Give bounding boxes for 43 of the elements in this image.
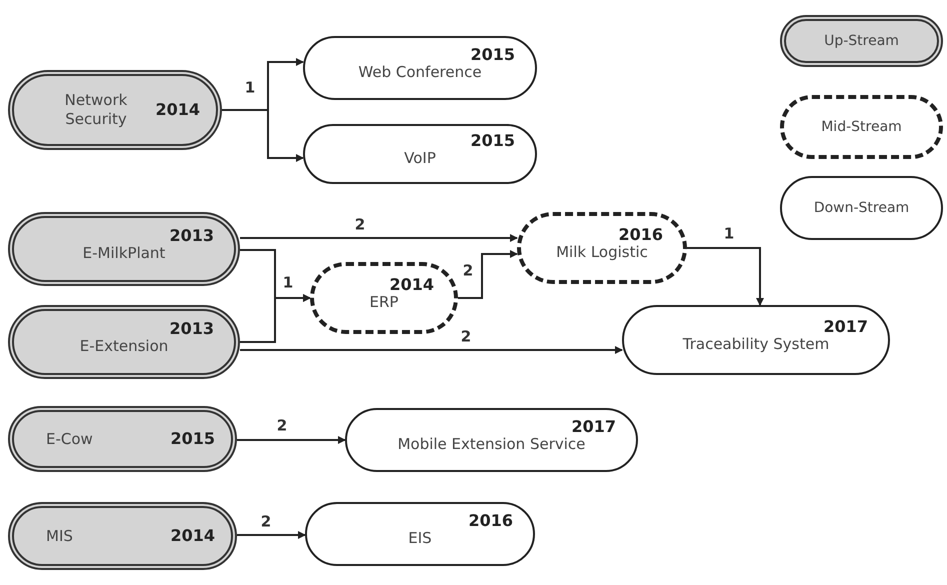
arrow [687,247,764,306]
edge-label: 2 [462,264,474,278]
year-label: 2014 [389,276,434,293]
node-label: VoIP [404,148,436,168]
year-label: 2016 [468,512,513,529]
arrow [240,234,518,242]
edge-label: 1 [244,80,256,96]
year-label: 2016 [618,226,663,243]
legend-item: Down-Stream [780,176,943,240]
edge-label: 2 [260,514,272,530]
arrow [240,294,311,343]
year-label: 2014 [155,102,200,118]
arrow [237,436,346,444]
node-label: Web Conference [358,62,482,82]
node-label: Mobile Extension Service [398,434,586,454]
node-label: ERP [370,292,398,312]
year-label: 2013 [169,320,214,337]
node-label: Traceability System [682,334,830,354]
year-label: 2015 [470,132,515,149]
arrow [458,250,518,299]
edge-label: 2 [276,418,288,434]
arrow [240,346,623,354]
year-label: 2017 [823,318,868,335]
node-label: E-Cow [46,430,93,448]
year-label: 2015 [470,46,515,63]
node-label: Network Security [64,91,128,129]
edge-label: 1 [722,226,736,242]
node-label: E-MilkPlant [82,244,166,262]
node-label: Milk Logistic [556,242,648,262]
arrow [237,531,306,539]
node-label: MIS [46,526,73,546]
edge-label: 2 [460,330,472,344]
edge-label: 2 [354,218,366,232]
node-label: EIS [408,528,432,548]
arrow [222,109,304,162]
edge-label: 1 [282,276,294,290]
legend-item: Up-Stream [780,15,943,67]
node-label: E-Extension [80,336,168,356]
year-label: 2013 [169,228,214,244]
year-label: 2017 [571,418,616,435]
year-label: 2014 [170,528,215,544]
legend-item: Mid-Stream [780,95,943,159]
year-label: 2015 [170,431,215,447]
